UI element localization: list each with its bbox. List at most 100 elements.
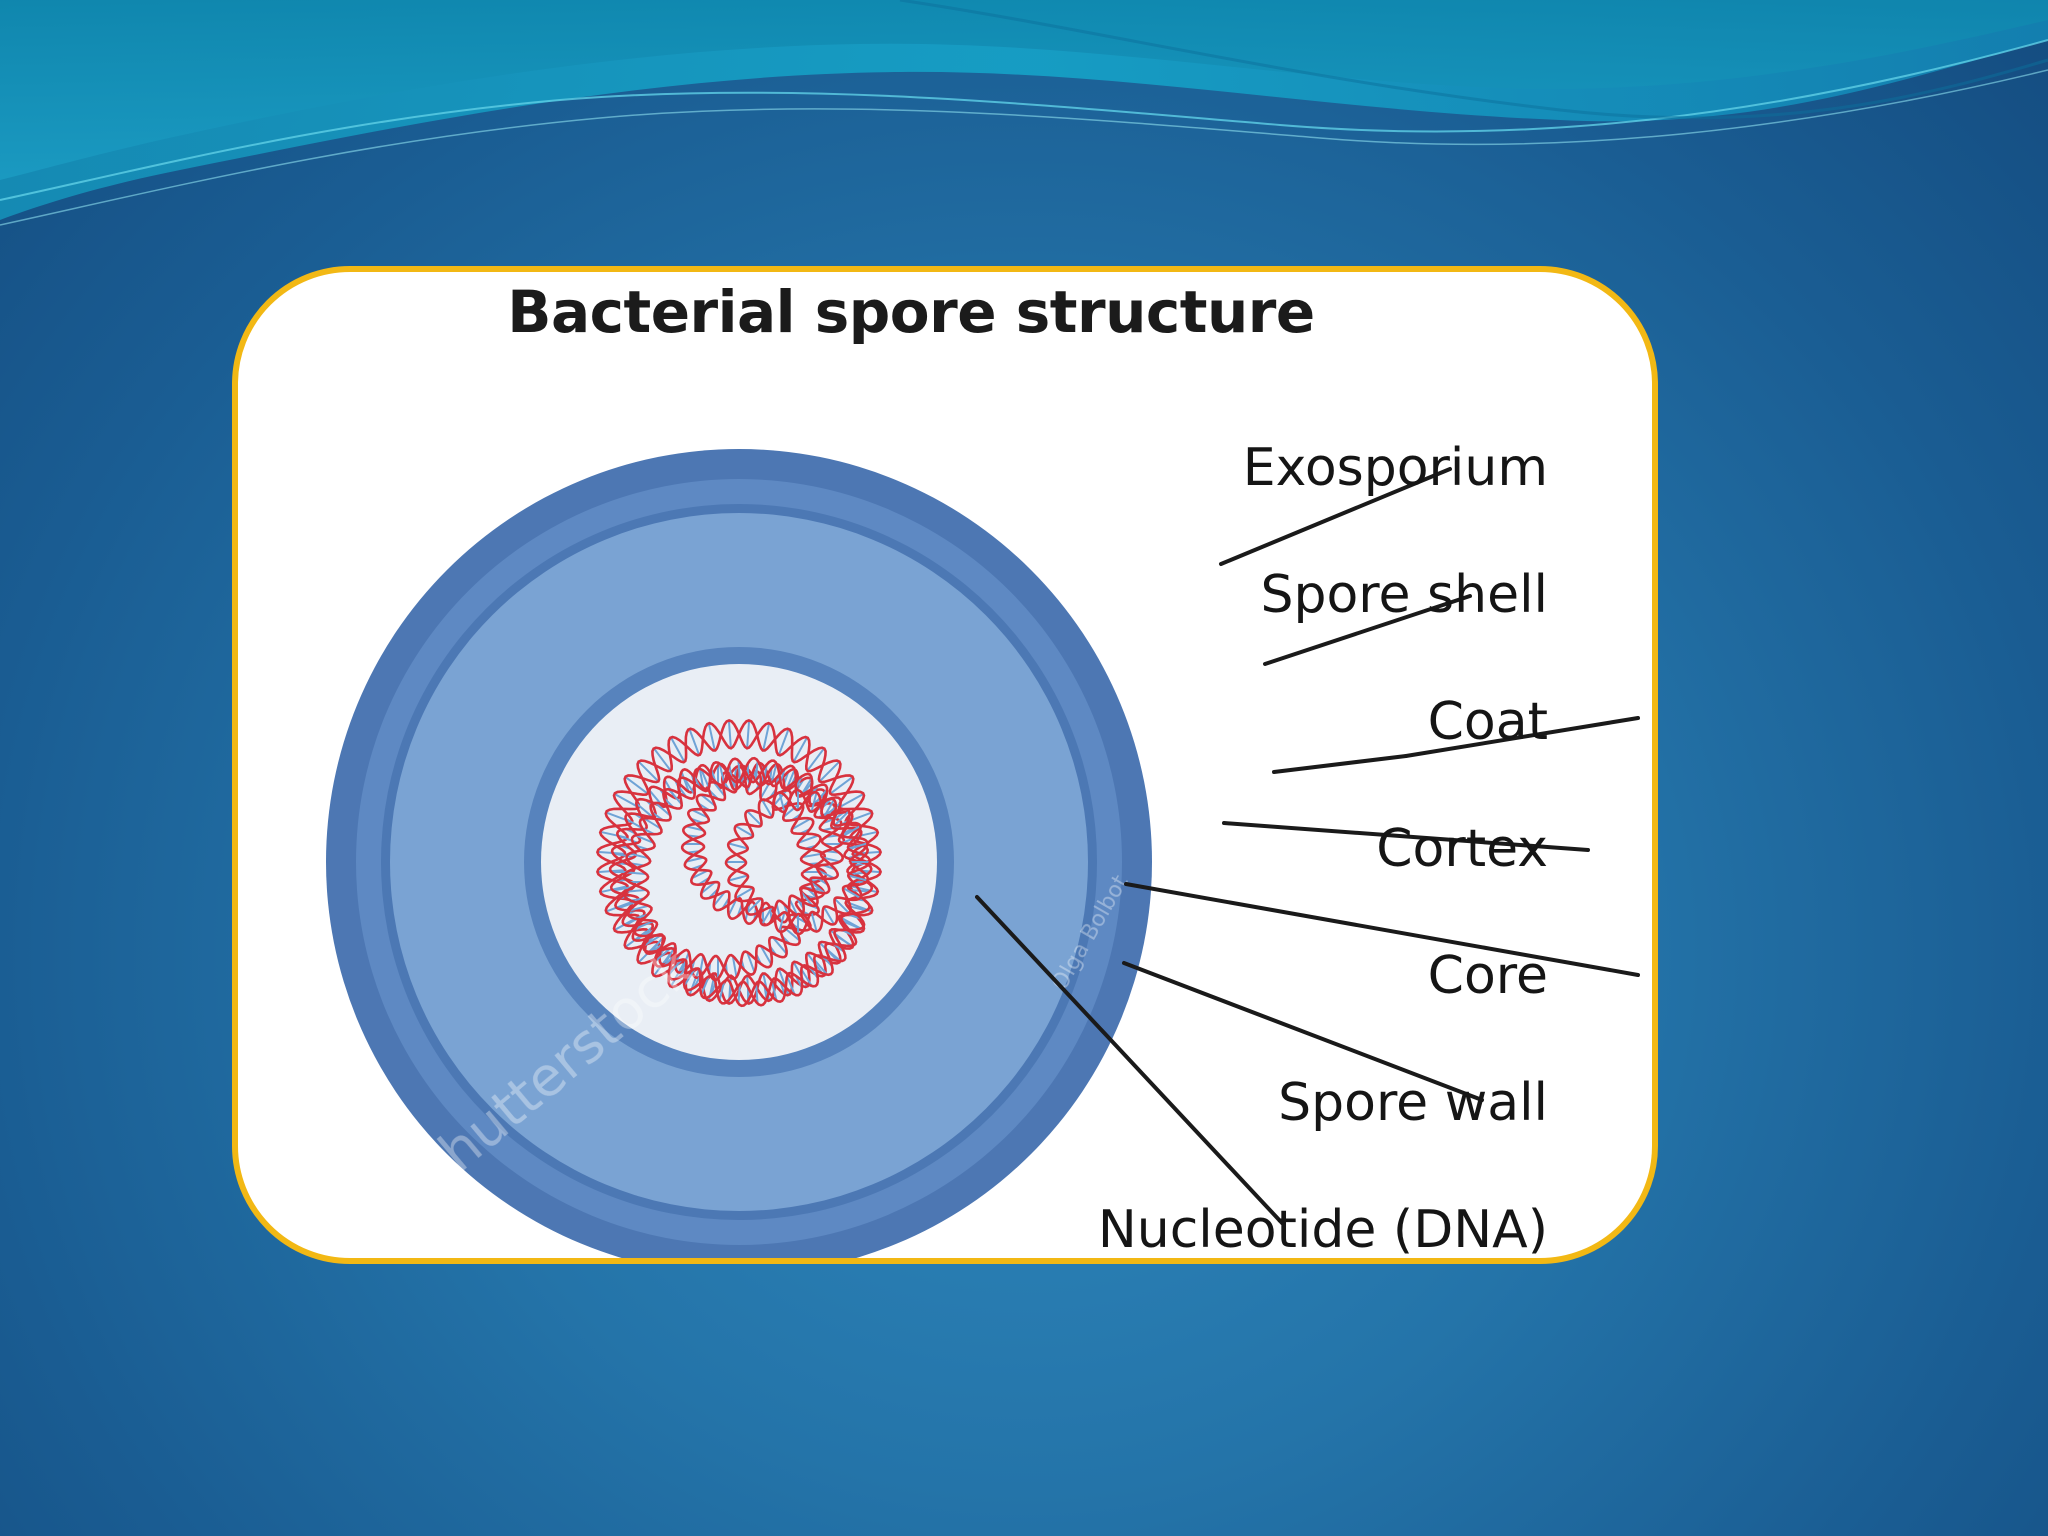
dna-rung xyxy=(683,968,696,987)
dna-rung xyxy=(834,810,850,826)
dna-rung xyxy=(810,881,826,894)
dna-rung xyxy=(691,869,709,880)
dna-rung xyxy=(850,885,879,894)
dna-strand xyxy=(724,788,872,936)
dna-rung xyxy=(746,951,756,973)
dna-rung xyxy=(777,968,790,996)
dna-rung xyxy=(735,887,754,899)
leader-core xyxy=(1124,882,1640,977)
dna-rung xyxy=(668,958,683,976)
dna-rung xyxy=(637,760,660,783)
dna-rung xyxy=(829,776,854,795)
dna-rung xyxy=(791,817,811,831)
dna-rung xyxy=(731,955,738,978)
dna-rung xyxy=(842,825,861,837)
dna-rung xyxy=(810,912,818,932)
dna-rung xyxy=(728,842,748,850)
dna-rung xyxy=(626,889,647,893)
dna-rung xyxy=(848,842,868,850)
dna-rung xyxy=(806,747,825,772)
dna-rung xyxy=(777,728,790,756)
dna-rung xyxy=(788,898,799,916)
dna-rung xyxy=(761,906,773,925)
dna-rung xyxy=(841,834,861,844)
spore-diagram: shutterstock Olga Bolbot xyxy=(326,449,1640,1258)
dna-rung xyxy=(629,904,649,912)
leader-exosporium xyxy=(1219,467,1452,566)
label-cortex: Cortex xyxy=(1376,819,1548,879)
dna-rung xyxy=(746,720,751,749)
dna-strand xyxy=(608,763,828,981)
dna-rung xyxy=(685,856,704,863)
dna-rung xyxy=(761,799,773,818)
dna-rung xyxy=(772,936,788,955)
diagram-frame: shutterstock Olga Bolbot Bacterial spore… xyxy=(232,266,1658,1264)
dna-rung xyxy=(818,760,841,783)
diagram-title: Bacterial spore structure xyxy=(507,278,1315,346)
dna-rung xyxy=(624,776,649,795)
dna-rung xyxy=(735,825,754,837)
dna-rung xyxy=(770,981,778,1001)
dna-rung xyxy=(670,961,686,988)
dna-rung xyxy=(626,871,647,875)
dna-rung xyxy=(755,760,759,781)
dna-rung xyxy=(822,856,841,863)
dna-rung xyxy=(635,834,655,844)
dna-rung xyxy=(707,722,716,751)
dna-rung xyxy=(786,769,796,789)
label-spore-wall: Spore wall xyxy=(1278,1073,1548,1133)
dna-rung xyxy=(772,789,788,808)
dna-rung xyxy=(700,975,710,995)
dna-rung xyxy=(654,802,672,817)
dna-rung xyxy=(635,802,654,818)
dna-rung xyxy=(737,760,741,781)
dna-rung xyxy=(800,891,813,907)
dna-rung xyxy=(824,947,842,962)
leader-spore-wall xyxy=(1122,961,1484,1102)
label-nucleotide: Nucleotide (DNA) xyxy=(1097,1200,1548,1260)
dna-rung xyxy=(643,817,662,830)
leader-coat-tail xyxy=(1404,716,1640,758)
dna-rung xyxy=(842,887,861,899)
dna-rung xyxy=(800,777,813,796)
label-spore-shell: Spore shell xyxy=(1260,565,1548,625)
dna-strands xyxy=(595,718,883,1008)
dna-rung xyxy=(838,793,865,809)
dna-rung xyxy=(713,781,726,797)
dna-rung xyxy=(823,906,835,925)
dna-rung xyxy=(782,802,801,818)
dna-rung xyxy=(643,934,662,947)
dna-rung xyxy=(668,788,683,806)
dna-rung xyxy=(605,900,633,913)
dna-rung xyxy=(834,898,850,914)
dna-rung xyxy=(824,802,842,817)
dna-rung xyxy=(797,834,819,844)
dna-rung xyxy=(778,792,786,812)
dna-rung xyxy=(737,983,741,1004)
leader-coat xyxy=(1272,754,1408,774)
dna-rung xyxy=(778,912,786,932)
dna-rung xyxy=(680,771,690,793)
dna-strand xyxy=(623,757,873,1007)
dna-rung xyxy=(755,983,759,1004)
dna-rung xyxy=(759,945,773,965)
dna-rung xyxy=(792,736,808,763)
dna-rung xyxy=(653,747,672,772)
dna-rung xyxy=(786,975,796,995)
dna-rung xyxy=(746,810,762,826)
dna-rung xyxy=(848,874,868,882)
dna-rung xyxy=(849,871,870,875)
dna-rung xyxy=(654,947,672,962)
dna-rung xyxy=(700,881,716,894)
dna-rung xyxy=(613,793,640,809)
label-coat: Coat xyxy=(1427,692,1548,752)
dna-strand xyxy=(726,790,870,934)
dna-rung xyxy=(775,903,782,922)
label-exosporium: Exosporium xyxy=(1242,438,1548,498)
dna-rung xyxy=(599,885,628,894)
dna-rung xyxy=(800,968,813,987)
dna-rung xyxy=(635,920,655,930)
dna-rung xyxy=(629,852,649,860)
dna-rung xyxy=(700,769,710,789)
dna-rung xyxy=(713,891,726,907)
